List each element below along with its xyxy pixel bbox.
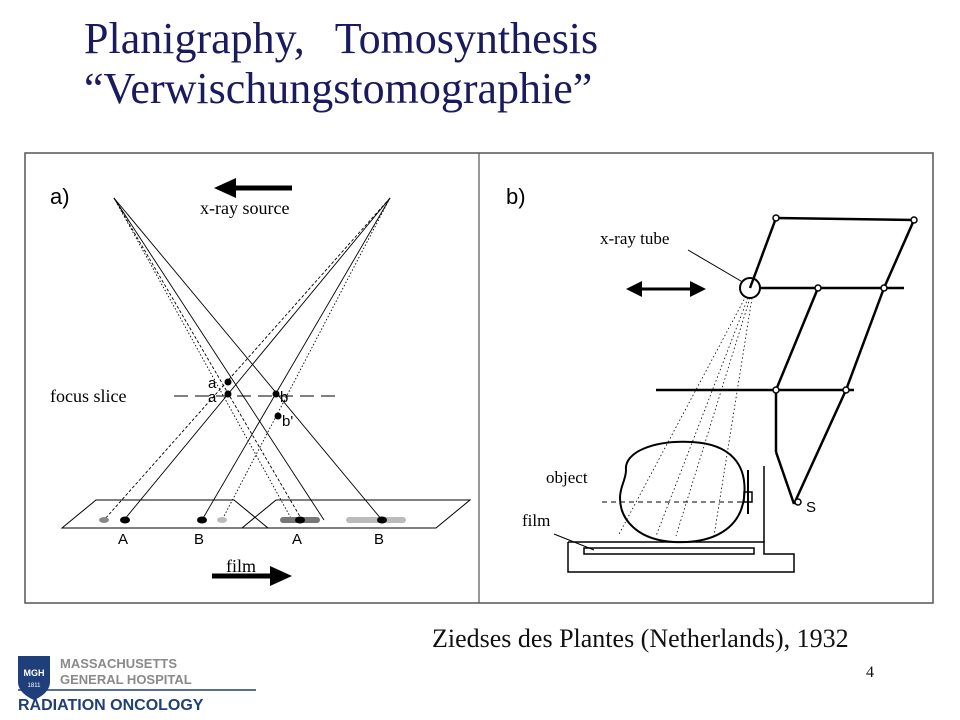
tube-arrow-head-left bbox=[626, 281, 642, 297]
film-pointer-line bbox=[553, 533, 595, 551]
point-b-focus-label: b bbox=[280, 389, 288, 406]
tomography-figure: a) x-ray source focus slice a a b b' bbox=[24, 152, 934, 604]
film-plane-right bbox=[240, 499, 472, 529]
beams-left-source bbox=[113, 197, 383, 521]
title-line-2: “Verwischungstomographie” bbox=[84, 64, 593, 113]
film-blur-band-B bbox=[346, 517, 406, 523]
title-line-1: Planigraphy, Tomosynthesis bbox=[84, 14, 598, 64]
mgh-shield-icon bbox=[18, 656, 50, 700]
film-point-A-left bbox=[120, 516, 130, 524]
object-shape bbox=[618, 440, 746, 544]
x-ray-source-label: x-ray source bbox=[200, 198, 289, 218]
film-label-a: film bbox=[226, 556, 256, 576]
tube-pointer-line bbox=[687, 249, 747, 285]
film-blur-gray-1 bbox=[99, 517, 109, 523]
logo-line-1: MASSACHUSETTS bbox=[60, 656, 177, 671]
x-ray-tube-label: x-ray tube bbox=[600, 229, 669, 248]
tube-arrow-head-right bbox=[690, 281, 706, 297]
film-label-A-left: A bbox=[118, 531, 128, 548]
film-point-B-right bbox=[377, 516, 387, 524]
film-label-A-right: A bbox=[292, 531, 302, 548]
film-point-B-left bbox=[197, 516, 207, 524]
point-a-focus bbox=[224, 390, 232, 398]
panel-b-tag: b) bbox=[506, 184, 526, 209]
source-arrow-head bbox=[214, 178, 236, 198]
film-label-B-left: B bbox=[194, 531, 204, 548]
film-label-B-right: B bbox=[374, 531, 384, 548]
logo-line-2: GENERAL HOSPITAL bbox=[60, 672, 192, 687]
slide-title: Planigraphy, Tomosynthesis “Verwischungst… bbox=[84, 14, 598, 114]
beams-right-source bbox=[103, 197, 391, 521]
film-point-A-right bbox=[295, 516, 305, 524]
mgh-logo: MGH 1811 MASSACHUSETTS GENERAL HOSPITAL … bbox=[18, 656, 256, 714]
logo-seal-year: 1811 bbox=[28, 683, 42, 689]
logo-line-3: RADIATION ONCOLOGY bbox=[18, 697, 204, 714]
title-tomosynthesis: Tomosynthesis bbox=[334, 14, 599, 63]
linkage-frame bbox=[656, 216, 916, 505]
page-number: 4 bbox=[866, 664, 874, 681]
film-table bbox=[567, 466, 795, 573]
point-a-focus-label: a bbox=[208, 389, 217, 406]
focus-slice-label: focus slice bbox=[50, 386, 126, 406]
object-label: object bbox=[546, 468, 588, 487]
beam-cone bbox=[617, 295, 753, 537]
film-blur-gray-2 bbox=[217, 517, 227, 523]
logo-seal-text: MGH bbox=[24, 668, 45, 678]
point-b-focus bbox=[272, 390, 280, 398]
point-b-lower-label: b' bbox=[282, 413, 293, 430]
linkage-joints bbox=[772, 214, 918, 506]
title-planigraphy: Planigraphy, bbox=[84, 14, 305, 63]
pivot-block bbox=[743, 491, 753, 503]
film-plane-left bbox=[60, 499, 270, 529]
film-label-b: film bbox=[522, 511, 550, 530]
point-a-upper bbox=[224, 378, 232, 386]
panel-a: a) x-ray source focus slice a a b b' bbox=[50, 178, 472, 586]
panel-a-tag: a) bbox=[50, 184, 70, 209]
panel-b: b) x-ray tube bbox=[506, 184, 918, 573]
film-arrow-head bbox=[270, 566, 292, 586]
point-a-upper-label: a bbox=[208, 375, 217, 392]
point-b-lower bbox=[274, 412, 282, 420]
credit-text: Ziedses des Plantes (Netherlands), 1932 bbox=[432, 624, 849, 653]
pivot-label: S bbox=[806, 499, 816, 516]
